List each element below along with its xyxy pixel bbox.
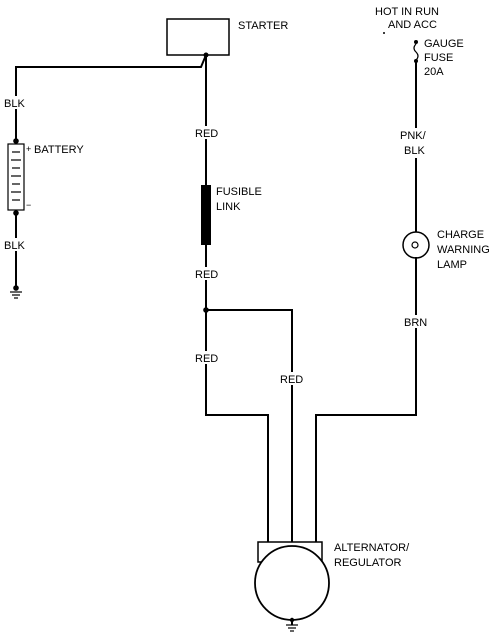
fusible-link [201, 185, 211, 245]
blk-bottom-label: BLK [4, 240, 25, 252]
starter-label: STARTER [238, 20, 288, 32]
charge-warning-lamp-label-3: LAMP [437, 259, 467, 271]
charge-warning-lamp-label-2: WARNING [437, 244, 490, 256]
gauge-fuse-label-1: GAUGE [424, 38, 464, 50]
gauge-fuse-label-2: FUSE [424, 52, 453, 64]
battery-ground-symbol [10, 285, 22, 299]
hot-feed-dot [383, 32, 385, 34]
hot-in-run-label: HOT IN RUN [375, 6, 439, 18]
blk-top-label: BLK [4, 98, 25, 110]
alternator-ground-symbol [286, 617, 298, 632]
gauge-fuse-symbol [413, 40, 419, 63]
red-wire-branch-right [205, 309, 293, 543]
charge-warning-lamp-label-1: CHARGE [437, 229, 484, 241]
pnk-blk-label-1: PNK/ [400, 130, 427, 142]
brn-wire [315, 257, 417, 543]
alternator-label-1: ALTERNATOR/ [334, 542, 410, 554]
red-label-3: RED [195, 353, 218, 365]
alternator-regulator-symbol [254, 541, 330, 621]
battery-minus-sign: − [26, 200, 31, 210]
blk-wire-top [15, 53, 208, 142]
battery-label: BATTERY [34, 144, 84, 156]
alternator-label-2: REGULATOR [334, 557, 401, 569]
starter-box [166, 18, 230, 56]
gauge-fuse-label-3: 20A [424, 66, 444, 78]
red-label-2: RED [195, 269, 218, 281]
red-label-1: RED [195, 128, 218, 140]
brn-label: BRN [404, 317, 427, 329]
fusible-link-label-2: LINK [216, 201, 241, 213]
and-acc-label: AND ACC [388, 19, 437, 31]
battery-symbol [7, 138, 25, 216]
red-wire-branch-left [205, 309, 269, 543]
battery-plus-sign: + [26, 144, 31, 154]
charge-warning-lamp-symbol [402, 231, 430, 259]
red-label-4: RED [280, 374, 303, 386]
pnk-blk-label-2: BLK [404, 145, 425, 157]
fusible-link-label-1: FUSIBLE [216, 186, 262, 198]
